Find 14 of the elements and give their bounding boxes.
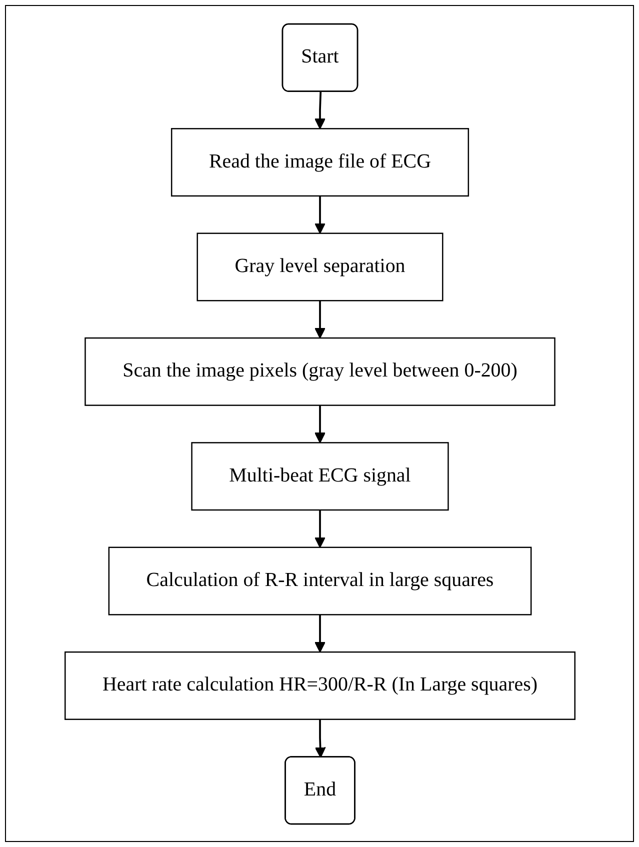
node-box [190, 442, 448, 510]
arrow [314, 718, 326, 758]
arrow [314, 404, 325, 443]
node-box [64, 650, 575, 720]
arrow [314, 510, 325, 548]
node-box [108, 546, 532, 615]
node-box [84, 336, 555, 406]
figure-frame: Start Read the image file of ECG Gray level separation Scan the image pixels (gray level between 0-200) Multi-beat ECG signal Calculation of R-R interval in large squares Heart rate calculation HR=300/R-R (In Large squares) End [5, 5, 634, 842]
arrow [314, 614, 325, 652]
arrow [314, 91, 325, 129]
arrow [314, 195, 325, 234]
node-box [196, 232, 443, 301]
node-box [170, 128, 469, 196]
arrow [314, 300, 325, 338]
